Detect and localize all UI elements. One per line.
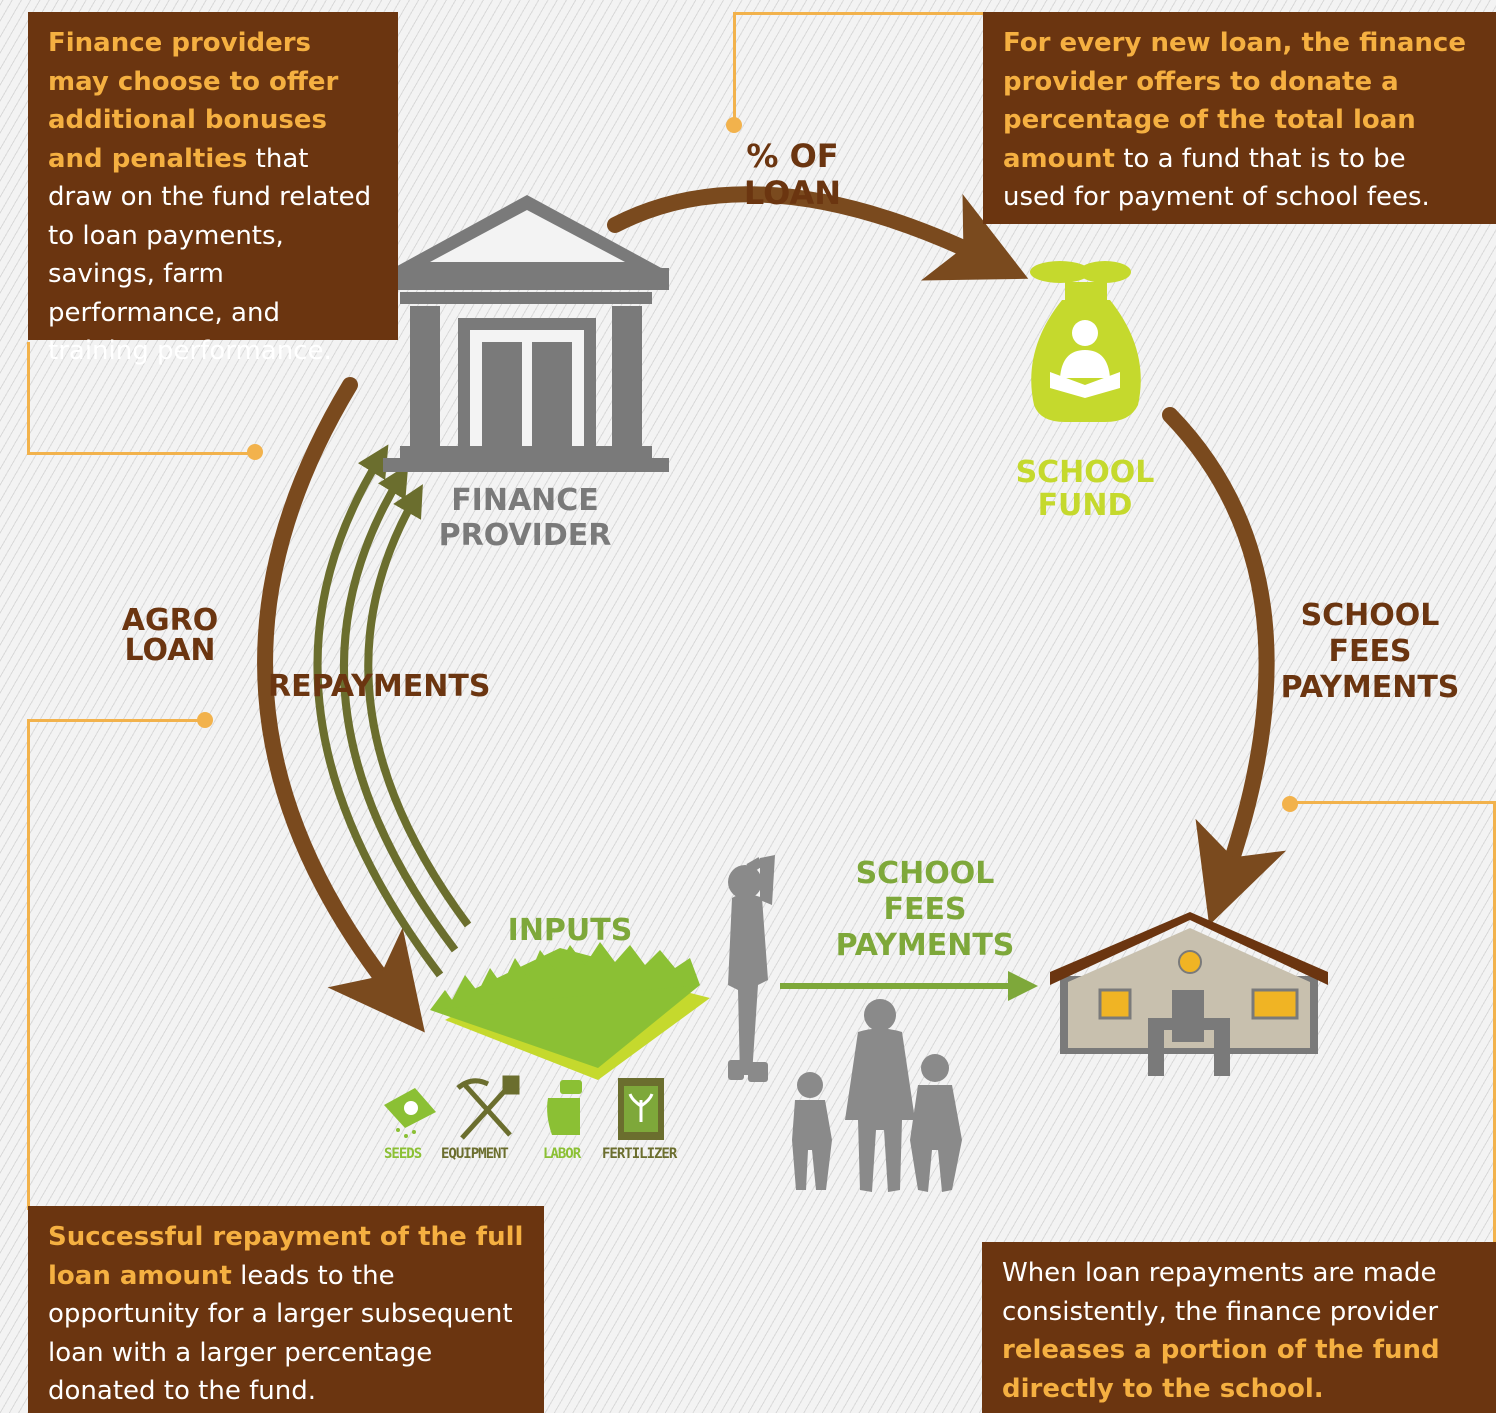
label-inputs: INPUTS [507,913,633,948]
pct-loan-arrow [607,186,1029,281]
repayment-arrow-1 [313,444,444,978]
info-box-repayment-text: leads to the opportunity for a larger su… [48,1260,513,1407]
label-school-fund: SCHOOL FUND [1015,455,1155,523]
input-label-equipment: EQUIPMENT [441,1146,509,1162]
equipment-icon [456,1075,520,1140]
info-box-repayment-highlight: Successful repayment of the full loan am… [48,1222,524,1291]
label-pct-of-loan: % OF LOAN [743,137,842,212]
info-box-repayment: Successful repayment of the full loan am… [28,1206,544,1413]
info-box-donation: For every new loan, the finance provider… [983,12,1496,224]
leader-bottom-right [1290,801,1496,1244]
leader-top-right [733,12,988,127]
label-school-fees-right: SCHOOL FEES PAYMENTS [1280,598,1460,705]
info-box-bonuses-highlight: Finance providers may choose to offer ad… [48,28,339,174]
input-label-seeds: SEEDS [384,1146,422,1162]
school-fund-bag-icon [1030,261,1141,422]
label-finance-provider: FINANCE PROVIDER [438,483,612,553]
family-silhouette-icon [792,999,962,1192]
info-box-release-highlight: releases a portion of the fund directly … [1002,1335,1440,1404]
label-school-fees-bottom: SCHOOL FEES PAYMENTS [835,856,1015,963]
label-agro-loan: AGRO LOAN [121,603,219,668]
farmer-silhouette-icon [728,855,775,1082]
info-box-donation-text: to a fund that is to be used for payment… [1003,143,1430,213]
leader-dot-top-right [726,117,742,133]
seeds-icon [384,1088,436,1138]
leader-dot-bottom-left [197,712,213,728]
leader-dot-top-left [247,444,263,460]
input-label-labor: LABOR [543,1146,581,1162]
leader-dot-bottom-right [1282,796,1298,812]
repayment-arrow-2 [339,464,459,953]
labor-icon [547,1080,582,1135]
bank-icon [383,195,669,472]
agro-loan-arrow [257,377,425,1033]
leader-top-left [27,342,258,455]
info-box-bonuses: Finance providers may choose to offer ad… [28,12,398,366]
school-icon [1050,912,1328,1076]
repayment-arrow-3 [364,484,472,928]
school-fees-arrow [1162,407,1287,926]
fertilizer-icon [618,1078,664,1140]
info-box-release-text: When loan repayments are made consistent… [1002,1258,1439,1327]
info-box-bonuses-text: that draw on the fund related to loan pa… [48,143,372,367]
info-box-donation-highlight: For every new loan, the finance provider… [1003,28,1466,174]
info-box-release: When loan repayments are made consistent… [982,1242,1496,1413]
leader-bottom-left [27,719,208,1210]
input-label-fertilizer: FERTILIZER [602,1146,677,1162]
label-repayments: REPAYMENTS [268,669,491,704]
field-icon [430,942,710,1080]
